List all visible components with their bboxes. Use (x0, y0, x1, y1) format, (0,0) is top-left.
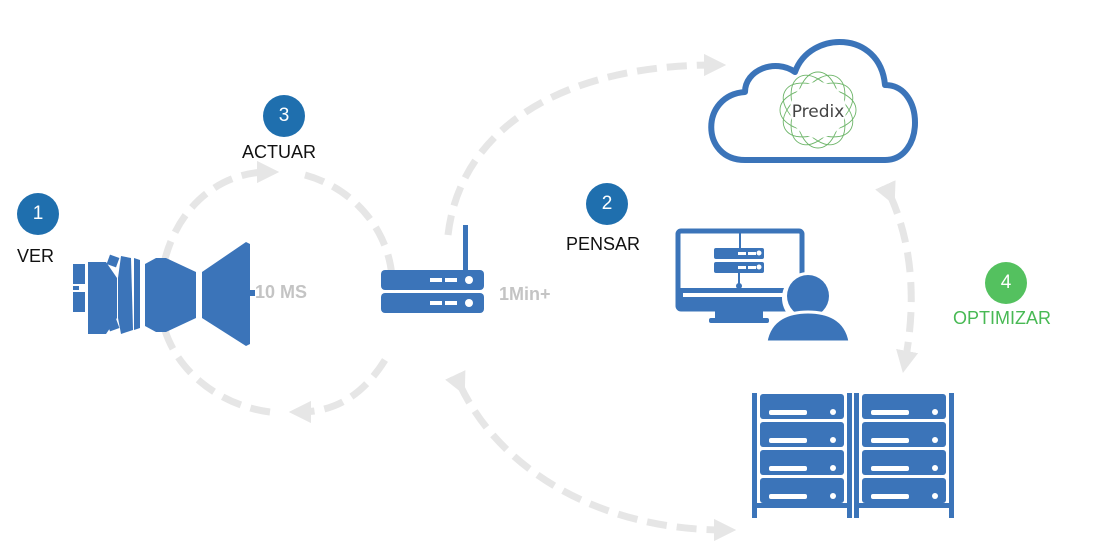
rack-post (949, 393, 954, 518)
server-unit (862, 478, 946, 503)
server-slot (769, 466, 807, 471)
server-led (932, 437, 938, 443)
router-to-cloud-arrow (444, 53, 727, 236)
server-led (830, 465, 836, 471)
server-led (932, 409, 938, 415)
loop-arc-left (158, 317, 271, 416)
server-slot (769, 438, 807, 443)
loop-arrow-lower (288, 358, 388, 424)
server-slot (871, 438, 909, 443)
cloud-datacenter-arrow (875, 180, 919, 373)
rack-post (847, 393, 852, 518)
step-2-label: PENSAR (566, 234, 641, 254)
rack-base (752, 503, 852, 508)
turbine-icon[interactable] (73, 242, 255, 346)
step-4-badge: 4 (985, 262, 1027, 304)
step-1-label: VER (17, 246, 55, 266)
server-led (830, 437, 836, 443)
rack-post (854, 393, 859, 518)
predix-logo (779, 71, 857, 149)
step-3-badge: 3 (263, 95, 305, 137)
router-icon[interactable] (381, 225, 484, 313)
step-2-badge: 2 (586, 183, 628, 225)
rack-base (854, 503, 954, 508)
cloud-latency-label: 1Min+ (499, 284, 551, 304)
server-slot (871, 466, 909, 471)
server-unit (862, 394, 946, 419)
loop-arc-right (304, 171, 396, 291)
step-3-label: ACTUAR (242, 142, 317, 162)
server-rack-icon[interactable] (752, 393, 954, 518)
server-slot (769, 410, 807, 415)
rack-post (752, 393, 757, 518)
loop-arrow-upper (156, 160, 280, 291)
router-datacenter-arrow (445, 370, 737, 542)
monitor-user-icon[interactable] (675, 228, 852, 344)
server-unit (760, 422, 844, 447)
step-1-badge: 1 (17, 193, 59, 235)
server-unit (862, 422, 946, 447)
server-unit (862, 450, 946, 475)
server-led (830, 409, 836, 415)
server-led (932, 493, 938, 499)
server-unit (760, 450, 844, 475)
server-led (932, 465, 938, 471)
server-unit (760, 394, 844, 419)
server-unit (760, 478, 844, 503)
server-slot (871, 494, 909, 499)
server-led (830, 493, 836, 499)
step-4-label: OPTIMIZAR (953, 308, 1051, 328)
predix-brand-text: Predix (792, 102, 845, 122)
server-slot (871, 410, 909, 415)
edge-latency-label: 10 MS (255, 282, 308, 302)
server-slot (769, 494, 807, 499)
